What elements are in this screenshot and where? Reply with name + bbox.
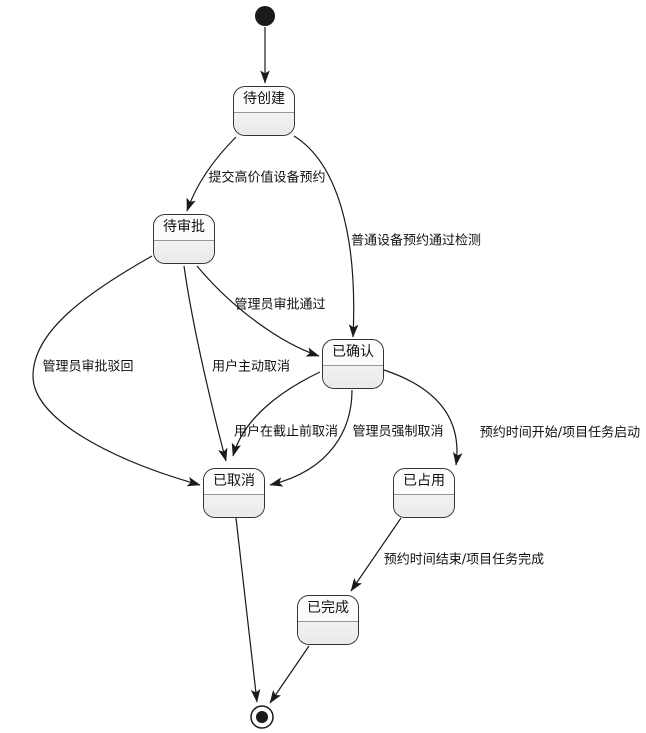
initial-state-node bbox=[255, 6, 275, 26]
edge-occupied-to-completed bbox=[350, 517, 402, 592]
state-pending-approval-body bbox=[154, 241, 214, 263]
edge-cancelled-to-final bbox=[235, 517, 261, 703]
final-state-dot bbox=[256, 711, 268, 723]
state-completed-body bbox=[298, 622, 358, 644]
transition-label-cancel-before-deadline: 用户在截止前取消 bbox=[233, 424, 339, 440]
transition-label-admin-force-cancel: 管理员强制取消 bbox=[352, 424, 444, 440]
state-cancelled: 已取消 bbox=[203, 468, 265, 518]
edge-completed-to-final bbox=[269, 645, 310, 704]
edge-confirmed-to-cancelled-forced bbox=[269, 389, 353, 487]
transition-label-time-start: 预约时间开始/项目任务启动 bbox=[479, 425, 641, 441]
transition-label-admin-approve: 管理员审批通过 bbox=[234, 297, 326, 313]
transition-label-admin-reject: 管理员审批驳回 bbox=[42, 359, 134, 375]
edge-pending-approval-to-cancelled-reject bbox=[32, 255, 201, 487]
state-occupied-label: 已占用 bbox=[394, 469, 454, 495]
state-completed-label: 已完成 bbox=[298, 596, 358, 622]
state-occupied-body bbox=[394, 495, 454, 517]
transition-label-normal-device-pass: 普通设备预约通过检测 bbox=[350, 233, 482, 249]
state-pending-approval: 待审批 bbox=[153, 214, 215, 264]
edge-pending-approval-to-confirmed bbox=[196, 265, 320, 357]
edge-pending-approval-to-cancelled-user bbox=[183, 265, 228, 462]
state-pending-create: 待创建 bbox=[233, 86, 295, 136]
state-cancelled-body bbox=[204, 495, 264, 517]
state-cancelled-label: 已取消 bbox=[204, 469, 264, 495]
transition-label-submit-high-value: 提交高价值设备预约 bbox=[208, 170, 326, 186]
edge-confirmed-to-occupied bbox=[383, 369, 463, 466]
state-confirmed: 已确认 bbox=[322, 339, 384, 389]
edge-confirmed-to-cancelled-before-deadline bbox=[231, 371, 321, 457]
state-occupied: 已占用 bbox=[393, 468, 455, 518]
state-completed: 已完成 bbox=[297, 595, 359, 645]
state-pending-create-body bbox=[234, 113, 294, 135]
transition-label-time-end: 预约时间结束/项目任务完成 bbox=[383, 552, 545, 568]
edge-pending-create-to-pending-approval bbox=[186, 136, 237, 212]
state-pending-create-label: 待创建 bbox=[234, 87, 294, 113]
edge-pending-create-to-confirmed bbox=[293, 135, 359, 338]
transition-label-user-cancel: 用户主动取消 bbox=[211, 359, 291, 375]
state-pending-approval-label: 待审批 bbox=[154, 215, 214, 241]
state-confirmed-body bbox=[323, 366, 383, 388]
state-confirmed-label: 已确认 bbox=[323, 340, 383, 366]
